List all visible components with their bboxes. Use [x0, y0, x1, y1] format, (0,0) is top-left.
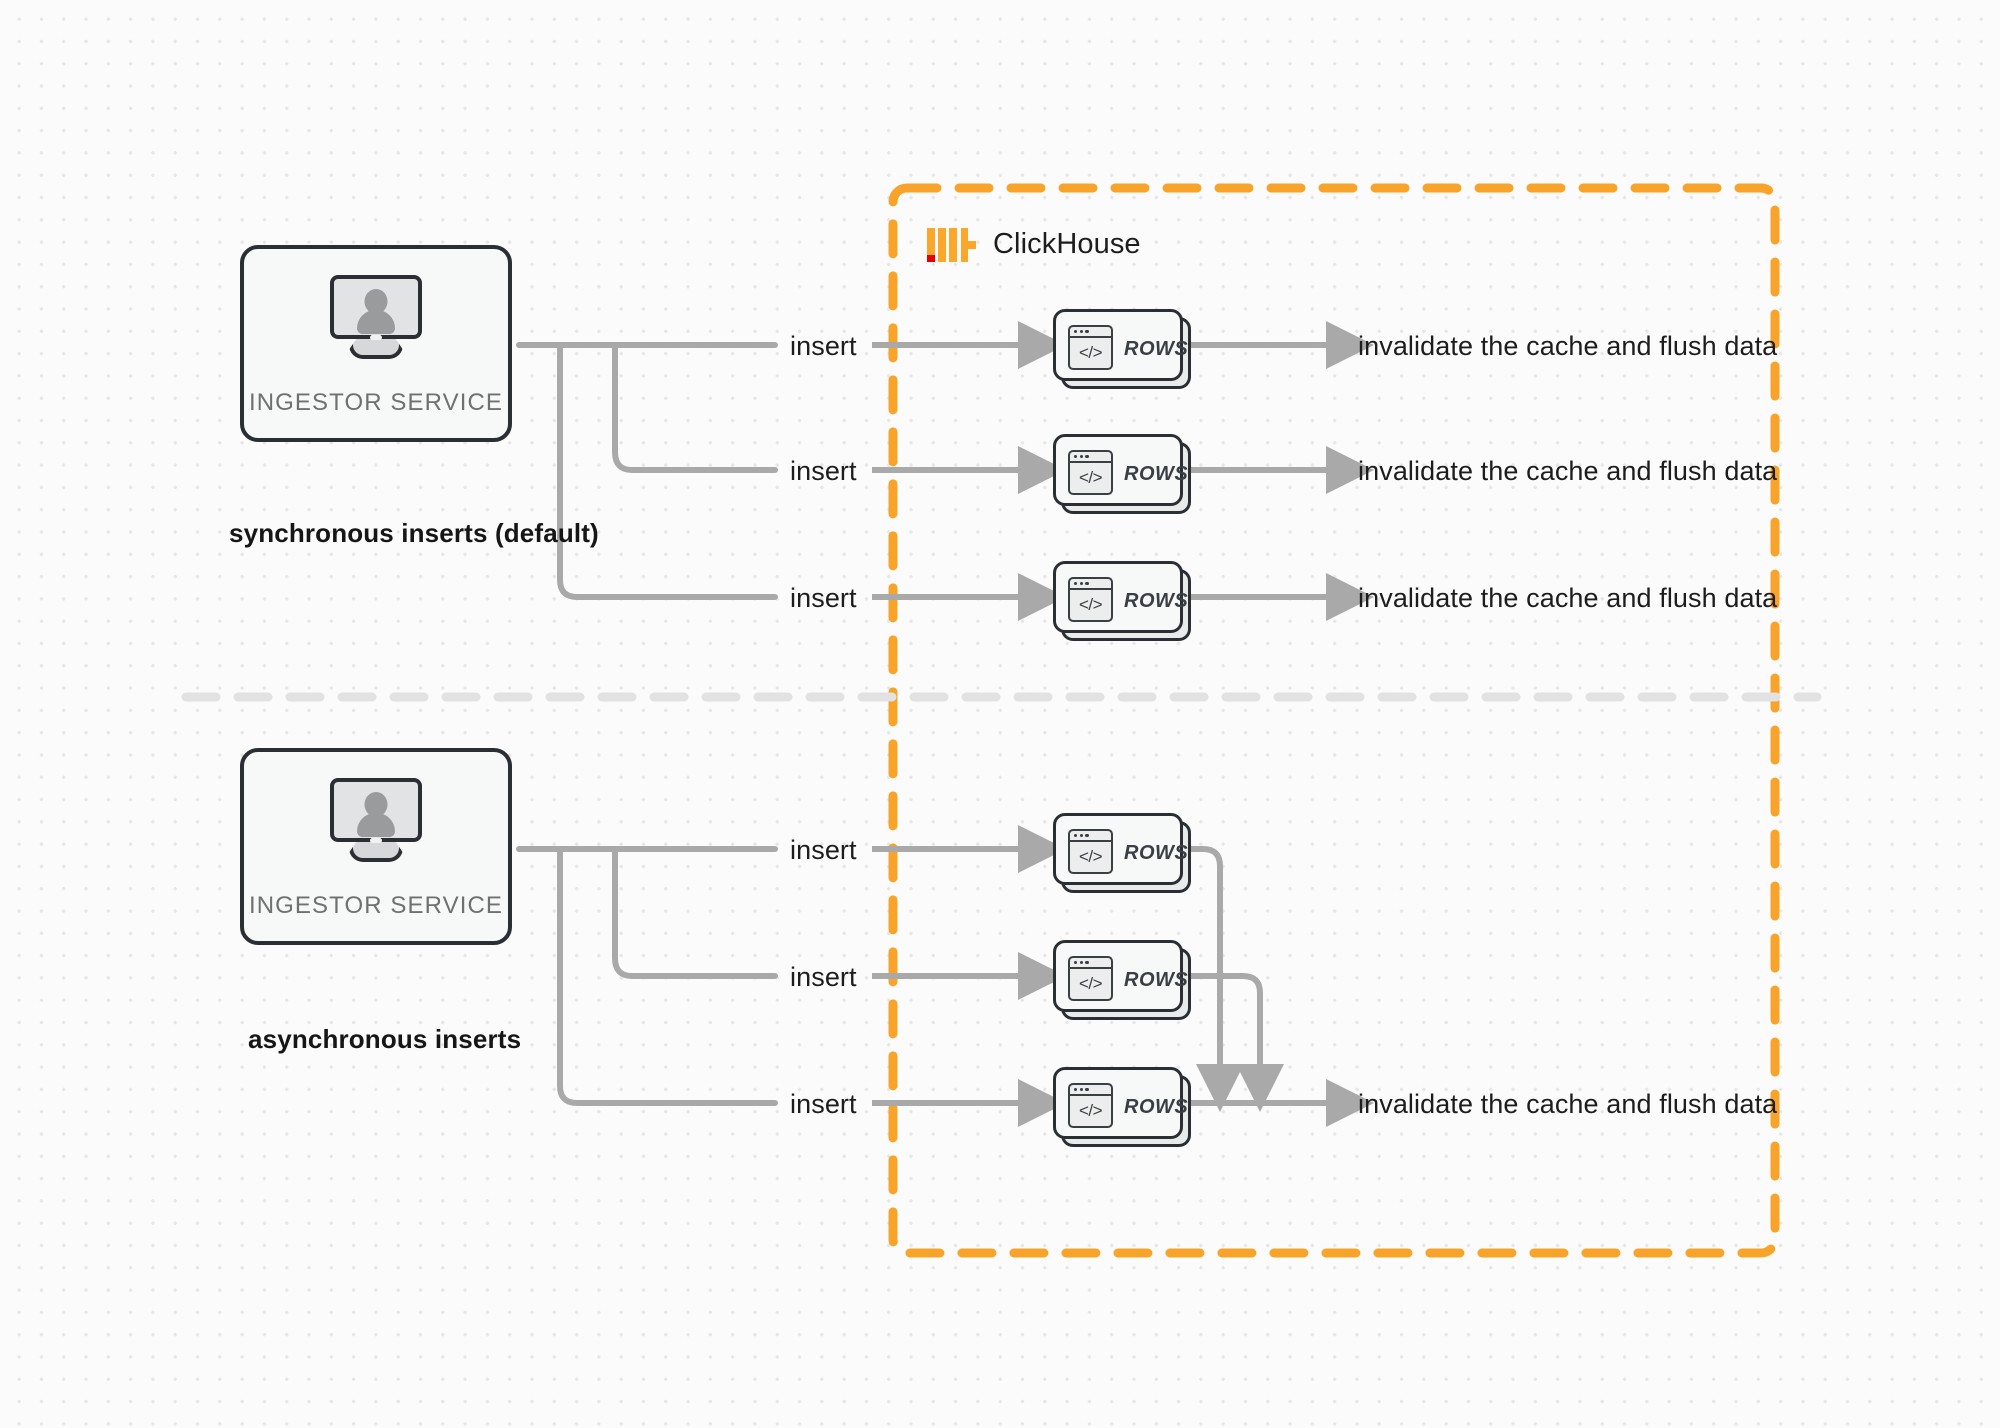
window-dot-icon	[1074, 581, 1078, 586]
window-dot-icon	[1074, 329, 1078, 334]
user-body-icon	[357, 310, 395, 334]
clickhouse-logo-red-accent	[927, 255, 935, 262]
async-ingestor-service-box[interactable]: INGESTOR SERVICE	[240, 748, 512, 945]
user-head-icon	[364, 792, 388, 817]
sync-row-3-insert-label: insert	[790, 583, 857, 613]
monitor-neck	[370, 335, 382, 340]
rows-card-front: </> ROWS	[1053, 1067, 1188, 1139]
window-dot-icon	[1079, 833, 1083, 838]
sync-ingestor-service-box[interactable]: INGESTOR SERVICE	[240, 245, 512, 442]
code-brackets-icon: </>	[1078, 343, 1103, 362]
code-window-titlebar	[1070, 831, 1111, 842]
window-dot-icon	[1085, 581, 1089, 586]
rows-card-front: </> ROWS	[1053, 813, 1188, 885]
code-brackets-icon: </>	[1078, 468, 1103, 487]
sync-row-3-rows-card[interactable]: </> ROWS	[1053, 561, 1191, 641]
user-head-icon	[364, 289, 388, 314]
sync-row-2-card-label: ROWS	[1124, 463, 1189, 485]
clickhouse-boundary	[888, 183, 1780, 1258]
code-window-titlebar	[1070, 579, 1111, 590]
window-dot-icon	[1085, 454, 1089, 459]
window-dot-icon	[1074, 454, 1078, 459]
window-dot-icon	[1079, 329, 1083, 334]
monitor-user-icon	[330, 778, 422, 862]
window-dot-icon	[1079, 960, 1083, 965]
sync-row-3-card-label: ROWS	[1124, 590, 1189, 612]
window-dot-icon	[1074, 960, 1078, 965]
window-dot-icon	[1079, 581, 1083, 586]
async-row-2-rows-card[interactable]: </> ROWS	[1053, 940, 1191, 1020]
code-window-titlebar	[1070, 958, 1111, 969]
code-window-icon: </>	[1068, 956, 1113, 1001]
window-dot-icon	[1079, 1087, 1083, 1092]
rows-card-front: </> ROWS	[1053, 561, 1188, 633]
sync-row-1-insert-label: insert	[790, 331, 857, 361]
async-row-1-card-label: ROWS	[1124, 842, 1189, 864]
async-row-2-insert-label: insert	[790, 962, 857, 992]
code-brackets-icon: </>	[1078, 974, 1103, 993]
clickhouse-boundary-label: ClickHouse	[993, 228, 1141, 260]
code-window-icon: </>	[1068, 325, 1113, 370]
code-brackets-icon: </>	[1078, 1101, 1103, 1120]
monitor-stand	[349, 337, 403, 359]
async-row-3-rows-card[interactable]: </> ROWS	[1053, 1067, 1191, 1147]
window-dot-icon	[1085, 1087, 1089, 1092]
code-window-titlebar	[1070, 327, 1111, 338]
clickhouse-logo	[927, 228, 976, 262]
sync-row-2-insert-label: insert	[790, 456, 857, 486]
rows-card-front: </> ROWS	[1053, 309, 1188, 381]
clickhouse-logo-dot	[968, 241, 976, 249]
async-row-3-result-label: invalidate the cache and flush data	[1358, 1089, 1778, 1119]
monitor-screen	[330, 275, 422, 339]
sync-section-caption: synchronous inserts (default)	[229, 518, 599, 548]
code-window-titlebar	[1070, 1085, 1111, 1096]
monitor-neck	[370, 838, 382, 843]
rows-card-front: </> ROWS	[1053, 434, 1188, 506]
code-window-icon: </>	[1068, 450, 1113, 495]
rows-card-front: </> ROWS	[1053, 940, 1188, 1012]
code-window-titlebar	[1070, 452, 1111, 463]
sync-ingestor-service-label: INGESTOR SERVICE	[248, 389, 504, 416]
async-row-2-card-label: ROWS	[1124, 969, 1189, 991]
user-body-icon	[357, 813, 395, 837]
sync-row-1-result-label: invalidate the cache and flush data	[1358, 331, 1778, 361]
window-dot-icon	[1085, 329, 1089, 334]
async-ingestor-service-label: INGESTOR SERVICE	[248, 892, 504, 919]
window-dot-icon	[1085, 833, 1089, 838]
monitor-screen	[330, 778, 422, 842]
window-dot-icon	[1074, 833, 1078, 838]
code-window-icon: </>	[1068, 577, 1113, 622]
code-brackets-icon: </>	[1078, 595, 1103, 614]
sync-row-1-card-label: ROWS	[1124, 338, 1189, 360]
async-section-caption: asynchronous inserts	[248, 1024, 522, 1054]
monitor-stand	[349, 840, 403, 862]
sync-row-2-result-label: invalidate the cache and flush data	[1358, 456, 1778, 486]
async-row-1-insert-label: insert	[790, 835, 857, 865]
window-dot-icon	[1085, 960, 1089, 965]
window-dot-icon	[1074, 1087, 1078, 1092]
monitor-user-icon	[330, 275, 422, 359]
async-connector-tree	[516, 846, 778, 1106]
code-window-icon: </>	[1068, 1083, 1113, 1128]
window-dot-icon	[1079, 454, 1083, 459]
sync-row-3-result-label: invalidate the cache and flush data	[1358, 583, 1778, 613]
async-row-3-card-label: ROWS	[1124, 1096, 1189, 1118]
code-window-icon: </>	[1068, 829, 1113, 874]
sync-row-1-rows-card[interactable]: </> ROWS	[1053, 309, 1191, 389]
sync-connector-tree	[516, 342, 778, 600]
sync-row-2-rows-card[interactable]: </> ROWS	[1053, 434, 1191, 514]
async-row-1-rows-card[interactable]: </> ROWS	[1053, 813, 1191, 893]
code-brackets-icon: </>	[1078, 847, 1103, 866]
async-batch-connectors	[1187, 846, 1374, 1127]
async-row-3-insert-label: insert	[790, 1089, 857, 1119]
